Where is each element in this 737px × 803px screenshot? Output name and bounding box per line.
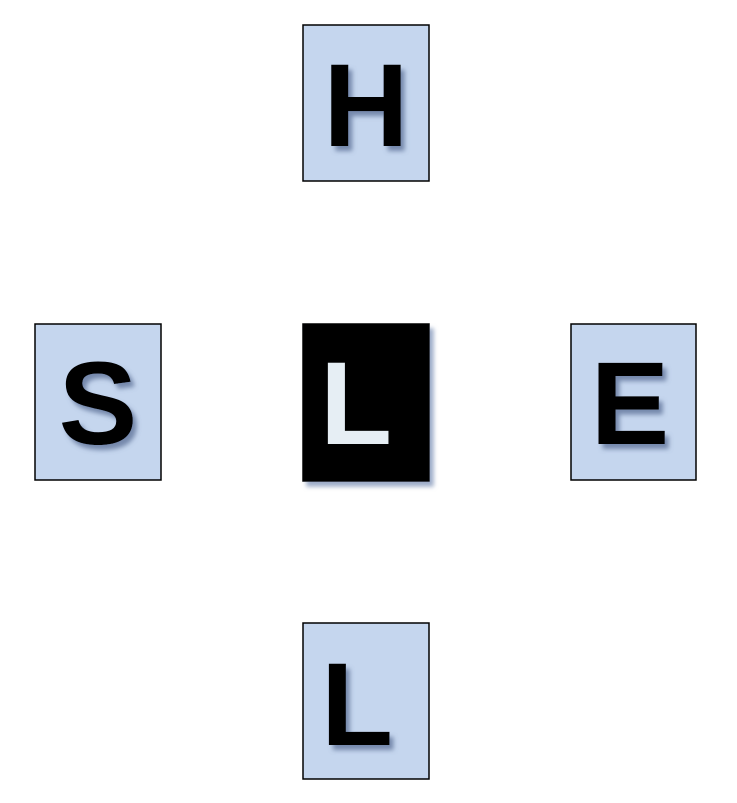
node-bottom: L xyxy=(302,622,430,780)
node-right-label: E xyxy=(591,338,670,470)
node-left-label: S xyxy=(59,338,138,470)
node-center-label: L xyxy=(320,338,392,470)
node-left-box xyxy=(34,323,162,481)
node-right-box xyxy=(570,323,697,481)
node-bottom-box xyxy=(302,622,430,780)
node-top: H xyxy=(302,24,430,182)
node-right: E xyxy=(570,323,697,481)
connectors xyxy=(161,182,571,623)
node-center-box xyxy=(302,323,430,482)
node-top-box xyxy=(302,24,430,182)
node-bottom-label: L xyxy=(321,639,393,771)
node-left: S xyxy=(34,323,162,481)
node-top-label: H xyxy=(323,40,408,172)
node-center: L xyxy=(302,323,430,482)
